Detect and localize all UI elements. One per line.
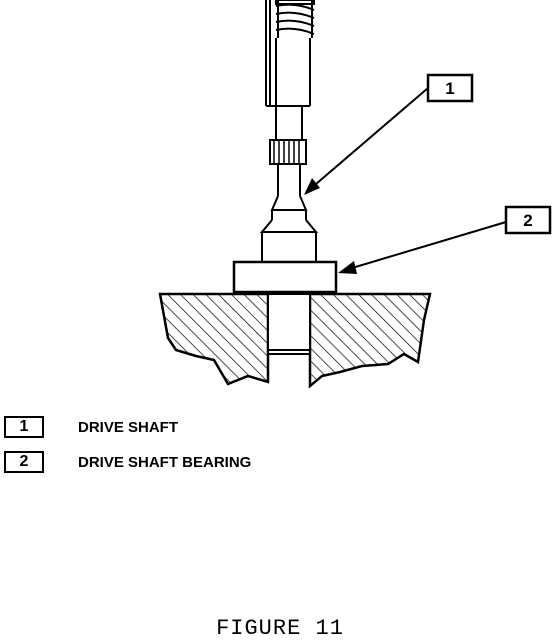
drive-shaft	[259, 106, 319, 263]
callout-1-number: 1	[445, 79, 454, 98]
housing-left-section	[158, 292, 270, 386]
housing-right-section	[308, 292, 432, 389]
callout-2-number: 2	[523, 211, 532, 230]
shaft-housing	[265, 0, 311, 107]
figure-caption: FIGURE 11	[216, 616, 344, 641]
callout-2-box	[504, 205, 552, 235]
callout-2: 2	[338, 205, 552, 274]
drive-shaft-bearing	[232, 260, 338, 294]
callout-1-leader	[315, 87, 429, 185]
bore-shaft-stub	[267, 293, 311, 355]
legend-number-box: 2	[4, 451, 44, 473]
callout-2-leader	[351, 221, 507, 269]
spring	[275, 0, 315, 38]
callout-2-arrowhead	[338, 261, 357, 274]
drive-shaft-diagram: 1 2	[158, 0, 552, 389]
callout-1-arrowhead	[304, 178, 320, 195]
legend-item-drive-shaft-bearing: 2 DRIVE SHAFT BEARING	[4, 449, 251, 475]
legend-number-box: 1	[4, 416, 44, 438]
legend-label: DRIVE SHAFT	[78, 418, 179, 436]
callout-1: 1	[304, 73, 474, 195]
callout-1-box	[426, 73, 474, 103]
legend-item-drive-shaft: 1 DRIVE SHAFT	[4, 414, 178, 440]
legend-label: DRIVE SHAFT BEARING	[78, 453, 252, 471]
